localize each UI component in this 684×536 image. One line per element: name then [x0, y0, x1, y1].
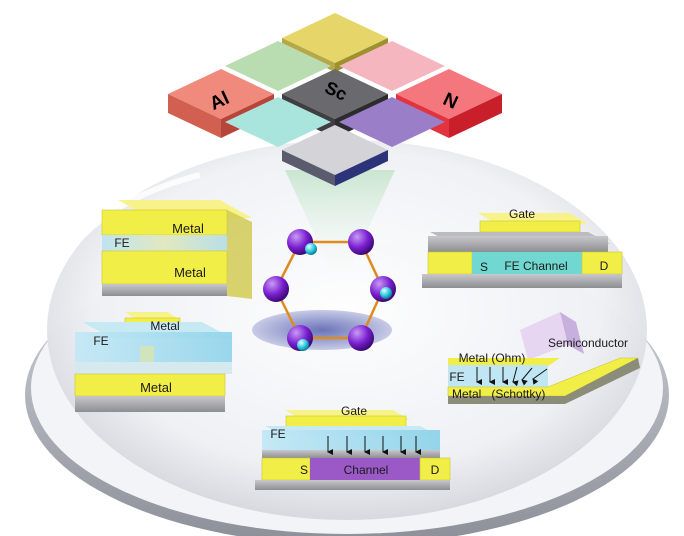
atom-n [305, 243, 317, 255]
crystal-structure [252, 229, 396, 351]
fefet-bottom-drain-label: D [431, 463, 440, 477]
tile-pink [339, 41, 445, 91]
atom-n [297, 339, 309, 351]
device-ftj: Metal FE Metal [74, 312, 232, 412]
atom-sc [348, 229, 374, 255]
atom-n [380, 287, 392, 299]
crystal-atoms [263, 229, 396, 351]
device-fefet-bottom: Gate FE S Channel D [255, 404, 451, 490]
fefet-top-gate-label: Gate [509, 207, 535, 221]
ftj-fe-label: FE [93, 334, 108, 348]
fefet-bottom-fe-label: FE [270, 427, 285, 441]
tile-purple [339, 97, 445, 147]
device-schottky: Metal (Ohm) Semiconductor FE Metal (Scho… [447, 312, 640, 404]
fefet-top-channel-label: FE Channel [504, 259, 567, 273]
schottky-metal-label: Metal (Schottky) [452, 387, 545, 401]
light-beam [285, 170, 395, 290]
device-fefet-top: Gate S FE Channel D [422, 207, 623, 288]
capacitor-top-metal-label: Metal [172, 221, 204, 236]
fefet-bottom-polarization-arrows [327, 436, 421, 455]
capacitor-fe-label: FE [114, 236, 129, 250]
ftj-top-metal-label: Metal [150, 319, 179, 333]
schottky-fe-label: FE [449, 370, 464, 384]
tile-cyan [225, 97, 331, 147]
schottky-polarization-arrows [476, 366, 548, 387]
schottky-ohm-label: Metal (Ohm) [459, 351, 526, 365]
element-tiles: Al Sc N [168, 13, 502, 186]
schottky-semiconductor-label: Semiconductor [548, 336, 628, 350]
fefet-top-drain-label: D [600, 259, 609, 273]
fefet-bottom-source-label: S [300, 463, 308, 477]
fefet-bottom-gate-label: Gate [341, 404, 367, 418]
atom-sc [263, 276, 289, 302]
ftj-bottom-metal-label: Metal [140, 380, 172, 395]
fefet-bottom-channel-label: Channel [344, 463, 389, 477]
tile-green [225, 41, 331, 91]
atom-sc [348, 325, 374, 351]
device-capacitor: Metal FE Metal [101, 200, 252, 299]
fefet-top-source-label: S [480, 260, 488, 274]
capacitor-bottom-metal-label: Metal [174, 265, 206, 280]
